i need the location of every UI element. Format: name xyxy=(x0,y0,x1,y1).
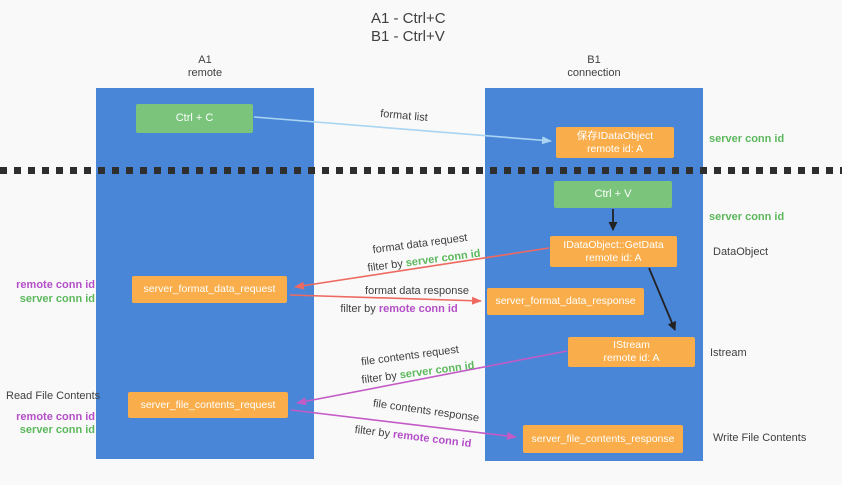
filter-by-server-value: server conn id xyxy=(405,247,482,270)
filter-by-prefix: filter by xyxy=(354,423,394,441)
node-file-request-label: server_file_contents_request xyxy=(140,398,276,411)
lane-a1-title: A1 xyxy=(198,54,212,66)
label-istream: Istream xyxy=(710,347,747,359)
node-ctrl-c: Ctrl + C xyxy=(136,104,253,133)
label-server-conn-id-upper-left: server conn id xyxy=(19,293,95,305)
label-dataobject: DataObject xyxy=(713,246,769,258)
node-ctrl-v-label: Ctrl + V xyxy=(594,188,632,200)
arrow-label-filter-by-remote-1: filter by remote conn id xyxy=(340,303,457,315)
filter-by-server-value: server conn id xyxy=(399,359,476,382)
diagram-title: A1 - Ctrl+C B1 - Ctrl+V xyxy=(371,10,446,46)
node-server-file-contents-response: server_file_contents_response xyxy=(523,425,683,453)
filter-by-remote-value: remote conn id xyxy=(392,428,472,451)
filter-by-prefix: filter by xyxy=(340,303,379,315)
node-save-idataobject: 保存IDataObject remote id: A xyxy=(556,127,674,158)
arrow-label-filter-by-remote-2: filter by remote conn id xyxy=(354,424,472,450)
node-istream-line2: remote id: A xyxy=(603,352,660,364)
lane-b1-title: B1 xyxy=(587,54,601,66)
arrow-label-file-contents-response: file contents response xyxy=(372,397,480,425)
node-idataobject-getdata: IDataObject::GetData remote id: A xyxy=(550,236,677,267)
filter-by-remote-value: remote conn id xyxy=(378,303,458,315)
arrow-label-format-list: format list xyxy=(379,107,429,125)
lane-b1-subtitle: connection xyxy=(567,67,621,79)
label-server-conn-id-lower-left: server conn id xyxy=(19,424,95,436)
node-save-idataobject-line2: remote id: A xyxy=(586,142,644,155)
node-format-request-label: server_format_data_request xyxy=(143,283,276,295)
node-ctrl-c-label: Ctrl + C xyxy=(175,112,214,124)
lane-header-b1: B1 connection xyxy=(485,54,703,80)
lane-header-a1: A1 remote xyxy=(96,54,314,80)
node-getdata-line2: remote id: A xyxy=(585,251,642,264)
arrow-label-format-data-response: format data response xyxy=(365,285,469,297)
node-istream: IStream remote id: A xyxy=(568,337,695,367)
node-ctrl-v: Ctrl + V xyxy=(554,181,672,208)
node-format-response-label: server_format_data_response xyxy=(495,295,636,307)
title-line-2: B1 - Ctrl+V xyxy=(371,28,445,45)
node-istream-line1: IStream xyxy=(613,339,650,351)
node-server-file-contents-request: server_file_contents_request xyxy=(128,392,288,418)
label-remote-conn-id-upper: remote conn id xyxy=(16,279,95,291)
node-getdata-line1: IDataObject::GetData xyxy=(563,238,664,251)
node-save-idataobject-line1: 保存IDataObject xyxy=(576,129,654,142)
filter-by-prefix: filter by xyxy=(360,369,401,387)
lane-a1-subtitle: remote xyxy=(187,67,223,79)
title-line-1: A1 - Ctrl+C xyxy=(371,10,446,27)
node-server-format-data-request: server_format_data_request xyxy=(132,276,287,303)
node-server-format-data-response: server_format_data_response xyxy=(487,288,644,315)
label-write-file-contents: Write File Contents xyxy=(713,432,807,444)
label-read-file-contents: Read File Contents xyxy=(6,390,101,402)
label-remote-conn-id-lower: remote conn id xyxy=(16,411,95,423)
label-server-conn-id-top: server conn id xyxy=(709,133,785,145)
filter-by-prefix: filter by xyxy=(366,257,407,275)
label-server-conn-id-mid: server conn id xyxy=(709,211,785,223)
node-file-response-label: server_file_contents_response xyxy=(531,432,675,445)
session-divider-dotted-line xyxy=(0,167,842,174)
